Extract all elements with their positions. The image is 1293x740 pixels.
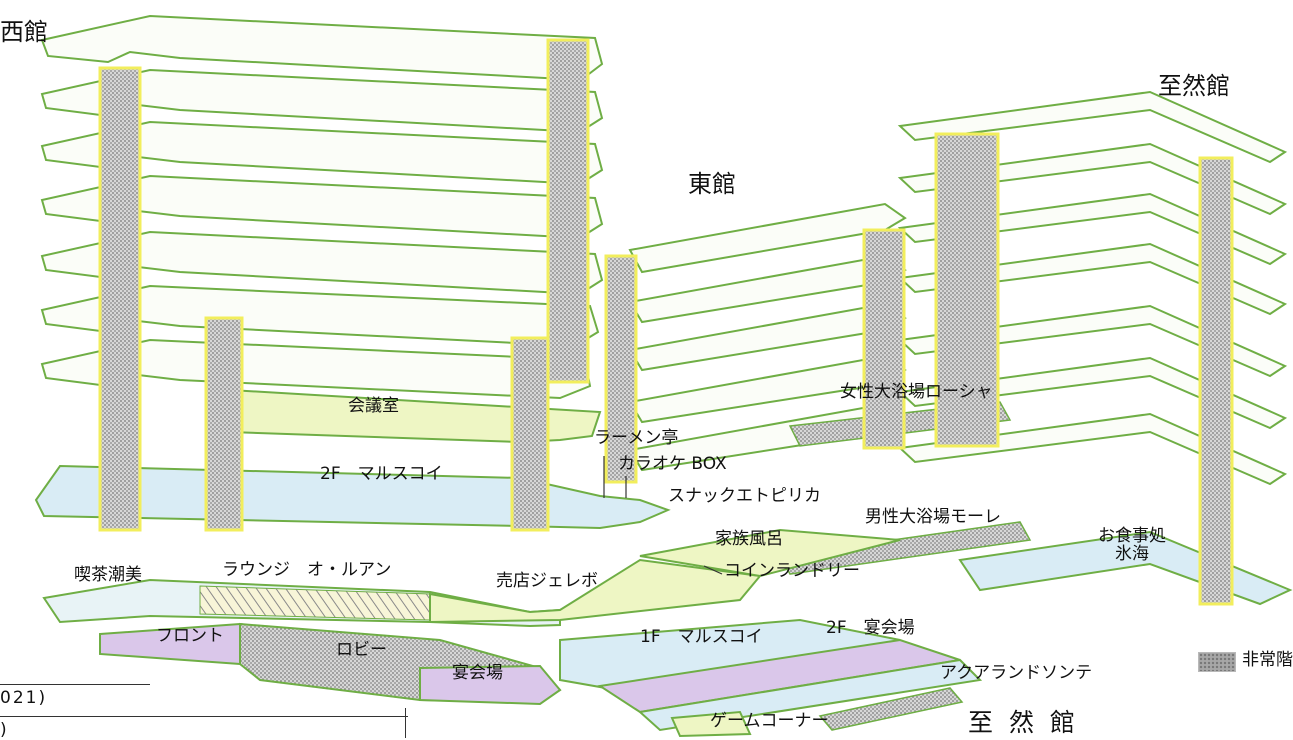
- west-floor-2: [34, 464, 671, 530]
- footnote-line-1: 021): [0, 688, 48, 708]
- west-floor-6: [40, 230, 604, 296]
- west-floor-10: [40, 14, 604, 82]
- emergency-stairs-legend-swatch: [1198, 652, 1236, 672]
- west-building-floors: [34, 14, 671, 530]
- shizen-building-label-top: 至然館: [1158, 72, 1230, 100]
- west-floor-9: [40, 68, 604, 134]
- mens-bath-label: 男性大浴場モーレ: [865, 507, 1001, 527]
- footnote-line-2: ): [0, 720, 7, 740]
- stair-shaft-east-right: [862, 228, 906, 450]
- footnote-rule-top: [0, 684, 150, 685]
- west-floor-8: [40, 120, 604, 186]
- shizen-floor-1: [897, 412, 1288, 486]
- aqualand-label: アクアランドソンテ: [940, 663, 1093, 683]
- womens-bath-label: 女性大浴場ローシャ: [840, 382, 993, 402]
- shop-label: 売店ジェレボ: [496, 571, 598, 591]
- family-bath-label: 家族風呂: [715, 529, 783, 549]
- laundry-leader-line: [703, 565, 723, 575]
- banquet-label: 宴会場: [452, 663, 503, 683]
- west-floor-7: [40, 174, 604, 240]
- dining-label-line1: お食事処: [1098, 526, 1166, 546]
- conference-room-label: 会議室: [348, 396, 399, 416]
- shizen-floor-5: [897, 192, 1288, 266]
- shizen-floor-4: [897, 242, 1288, 316]
- emergency-stairs: [98, 38, 1234, 606]
- stair-shaft-east-left: [604, 254, 638, 484]
- shizen-floor-2: [897, 356, 1288, 430]
- dining-label-line2: 氷海: [1115, 543, 1149, 564]
- dining-label: お食事処 氷海: [1098, 526, 1166, 564]
- laundry-label: コインランドリー: [724, 561, 860, 581]
- shizen-floor-6: [897, 142, 1288, 216]
- lounge-label: ラウンジ オ・ルアン: [222, 560, 392, 580]
- east-building-label: 東館: [688, 170, 736, 198]
- west-floor-5: [40, 284, 600, 348]
- footnote-rule-bottom: [0, 716, 408, 717]
- emergency-stairs-legend-label: 非常階: [1242, 650, 1293, 670]
- dining-area: [958, 530, 1293, 606]
- ground-floor: [42, 528, 983, 738]
- east-building-floors: [628, 202, 907, 472]
- west-building-label: 西館: [0, 18, 48, 46]
- family-bath-area: [639, 528, 901, 578]
- stair-shaft-west-mid: [204, 316, 244, 532]
- east-floor-7: [628, 202, 907, 274]
- stair-shaft-west-mid2: [510, 336, 550, 532]
- aqualand-dots: [818, 687, 964, 731]
- stair-shaft-shizen-left: [934, 132, 1000, 448]
- karaoke-label: カラオケ BOX: [618, 454, 727, 474]
- shizen-floor-3: [897, 304, 1288, 378]
- game-corner-label: ゲームコーナー: [710, 711, 829, 731]
- front-label: フロント: [156, 626, 224, 646]
- cafe-label: 喫茶潮美: [74, 565, 142, 585]
- shizen-floor-7: [897, 90, 1288, 164]
- banquet-area: [419, 664, 562, 706]
- game-area: [670, 710, 752, 738]
- stair-shaft-west-right: [546, 38, 590, 384]
- stair-shaft-west-left: [98, 66, 142, 532]
- shizen-building-label-bottom: 至 然 館: [968, 708, 1079, 737]
- snack-label: スナックエトピリカ: [668, 486, 821, 506]
- lobby-label: ロビー: [336, 640, 387, 660]
- maruscoi-1f-label: 1F マルスコイ: [640, 627, 763, 647]
- stair-shaft-shizen-right: [1198, 156, 1234, 606]
- footnote-rule-vertical: [405, 708, 406, 738]
- banquet-2f-label: 2F 宴会場: [826, 618, 915, 638]
- maruscoi-2f-label: 2F マルスコイ: [320, 464, 443, 484]
- ramen-label: ラーメン亭: [594, 428, 679, 448]
